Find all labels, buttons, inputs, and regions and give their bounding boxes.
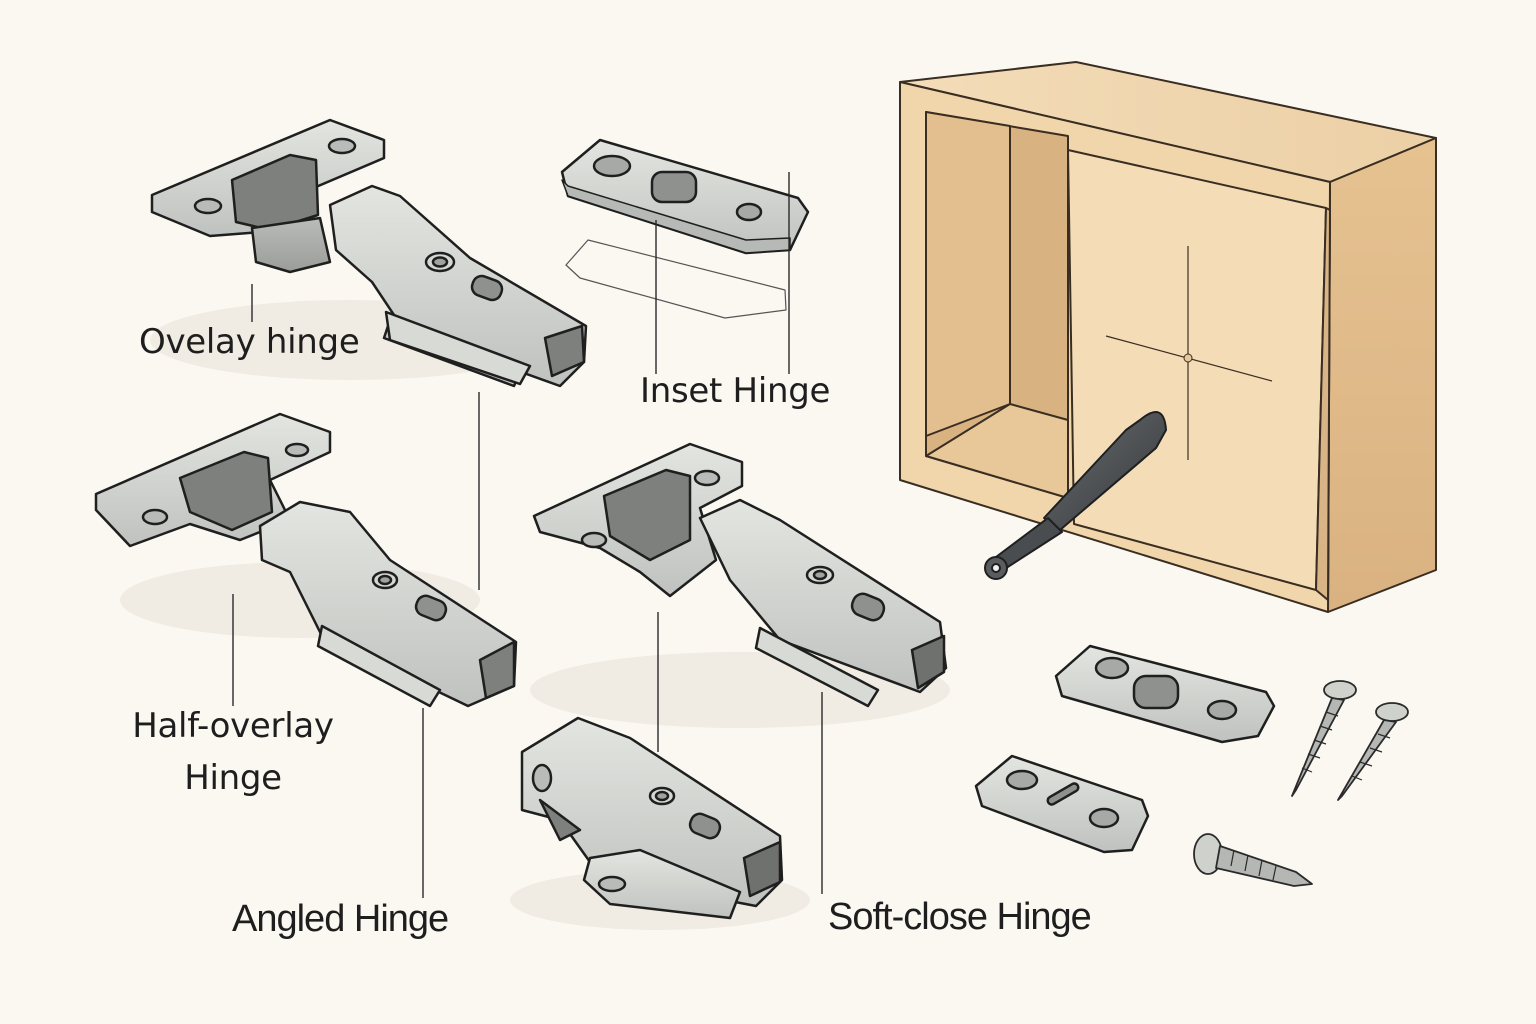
inset-mounting-plate — [560, 138, 810, 319]
label-half-overlay-line1: Half-overlay — [132, 706, 334, 746]
label-angled-hinge: Angled Hinge — [232, 898, 449, 940]
overlay-hinge — [150, 118, 588, 388]
angled-hinge — [510, 716, 810, 930]
mounting-plate-small — [974, 754, 1150, 854]
screw-2 — [1337, 702, 1409, 801]
label-half-overlay-line2: Hinge — [184, 758, 282, 798]
cabinet — [899, 61, 1437, 613]
screw-1 — [1291, 680, 1357, 797]
label-overlay-hinge: Ovelay hinge — [139, 322, 360, 362]
soft-close-hinge — [530, 442, 950, 728]
label-inset-hinge: Inset Hinge — [640, 371, 831, 411]
screws — [1193, 680, 1409, 887]
screw-3 — [1193, 833, 1313, 887]
leader-lines — [232, 172, 823, 898]
label-soft-close-hinge: Soft-close Hinge — [828, 896, 1092, 938]
label-half-overlay-hinge: Half-overlay Hinge — [120, 700, 346, 804]
half-overlay-hinge — [94, 412, 518, 708]
mounting-plate-large — [1054, 644, 1276, 744]
screwdriver — [984, 411, 1167, 580]
